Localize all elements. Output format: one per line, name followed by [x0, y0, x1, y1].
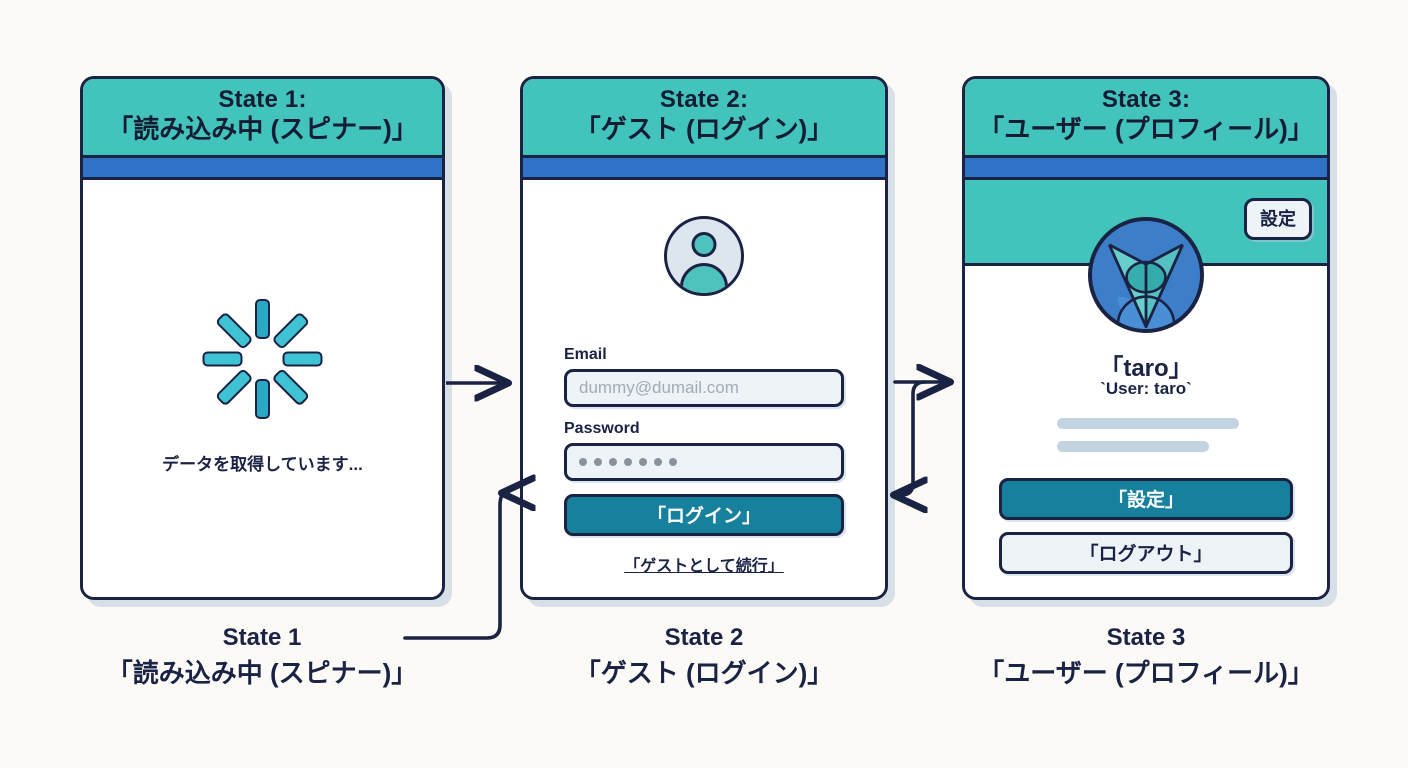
panel-state-1: State 1: 「読み込み中 (スピナー)」 データを取得しています... — [80, 76, 445, 600]
profile-avatar-artwork — [1092, 220, 1200, 329]
password-label: Password — [564, 419, 640, 437]
email-label: Email — [564, 345, 607, 363]
panel-1-accent-stripe — [83, 157, 442, 180]
avatar-head-shape — [691, 231, 717, 257]
panel-1-header: State 1: 「読み込み中 (スピナー)」 — [83, 79, 442, 158]
login-button[interactable]: 「ログイン」 — [564, 493, 844, 536]
loading-state: データを取得しています... — [83, 298, 442, 475]
password-field[interactable] — [564, 442, 844, 481]
loading-spinner-icon — [202, 298, 324, 420]
caption-2-line1: State 2 — [664, 624, 744, 651]
caption-state-2: State 2 「ゲスト (ログイン)」 — [494, 624, 914, 689]
continue-as-guest-link[interactable]: 「ゲストとして続行」 — [624, 557, 784, 575]
panel-state-3: State 3: 「ユーザー (プロフィール)」 設定 — [962, 76, 1330, 600]
caption-3-line2: 「ユーザー (プロフィール)」 — [978, 657, 1314, 688]
panel-1-title-line1: State 1: — [218, 86, 307, 113]
caption-1-line1: State 1 — [222, 624, 302, 651]
loading-text: データを取得しています... — [162, 454, 363, 474]
panel-2-header: State 2: 「ゲスト (ログイン)」 — [523, 79, 885, 158]
panel-3-title-line1: State 3: — [1101, 86, 1191, 113]
caption-3-line1: State 3 — [1106, 624, 1186, 651]
login-form: Email dummy@dumail.com Password 「ログイン」 「… — [564, 346, 844, 576]
panel-2-title-line1: State 2: — [659, 86, 749, 113]
avatar-body-shape — [680, 262, 728, 293]
panel-2-title-line2: 「ゲスト (ログイン)」 — [574, 113, 834, 144]
settings-button[interactable]: 「設定」 — [999, 477, 1293, 520]
caption-state-3: State 3 「ユーザー (プロフィール)」 — [936, 624, 1356, 689]
skeleton-line — [1057, 440, 1209, 452]
panel-3-accent-stripe — [965, 157, 1327, 180]
skeleton-line — [1057, 417, 1239, 429]
profile-avatar-icon — [1088, 216, 1204, 333]
panel-3-title-line2: 「ユーザー (プロフィール)」 — [978, 113, 1314, 144]
profile-actions: 「設定」 「ログアウト」 — [999, 477, 1293, 574]
user-avatar-icon — [664, 215, 744, 296]
panel-3-header: State 3: 「ユーザー (プロフィール)」 — [965, 79, 1327, 158]
profile-user-sub: `User: taro` — [1100, 378, 1192, 398]
panel-2-body: Email dummy@dumail.com Password 「ログイン」 「… — [523, 179, 885, 597]
panel-1-title-line2: 「読み込み中 (スピナー)」 — [107, 113, 418, 144]
caption-1-line2: 「読み込み中 (スピナー)」 — [106, 657, 418, 688]
settings-pill-button[interactable]: 設定 — [1244, 197, 1312, 240]
panel-state-2: State 2: 「ゲスト (ログイン)」 Email dummy@dumail… — [520, 76, 888, 600]
arrow-state3-to-state2 — [897, 380, 925, 495]
panel-1-body: データを取得しています... — [83, 179, 442, 597]
email-placeholder: dummy@dumail.com — [579, 377, 739, 397]
logout-button[interactable]: 「ログアウト」 — [999, 531, 1293, 574]
panel-3-body: 設定 「taro」 `User: taro` — [965, 179, 1327, 597]
profile-user-name: 「taro」 — [1099, 354, 1193, 382]
email-field[interactable]: dummy@dumail.com — [564, 368, 844, 407]
caption-2-line2: 「ゲスト (ログイン)」 — [574, 657, 834, 688]
panel-2-accent-stripe — [523, 157, 885, 180]
password-masked-value — [579, 457, 677, 466]
caption-state-1: State 1 「読み込み中 (スピナー)」 — [52, 624, 472, 689]
